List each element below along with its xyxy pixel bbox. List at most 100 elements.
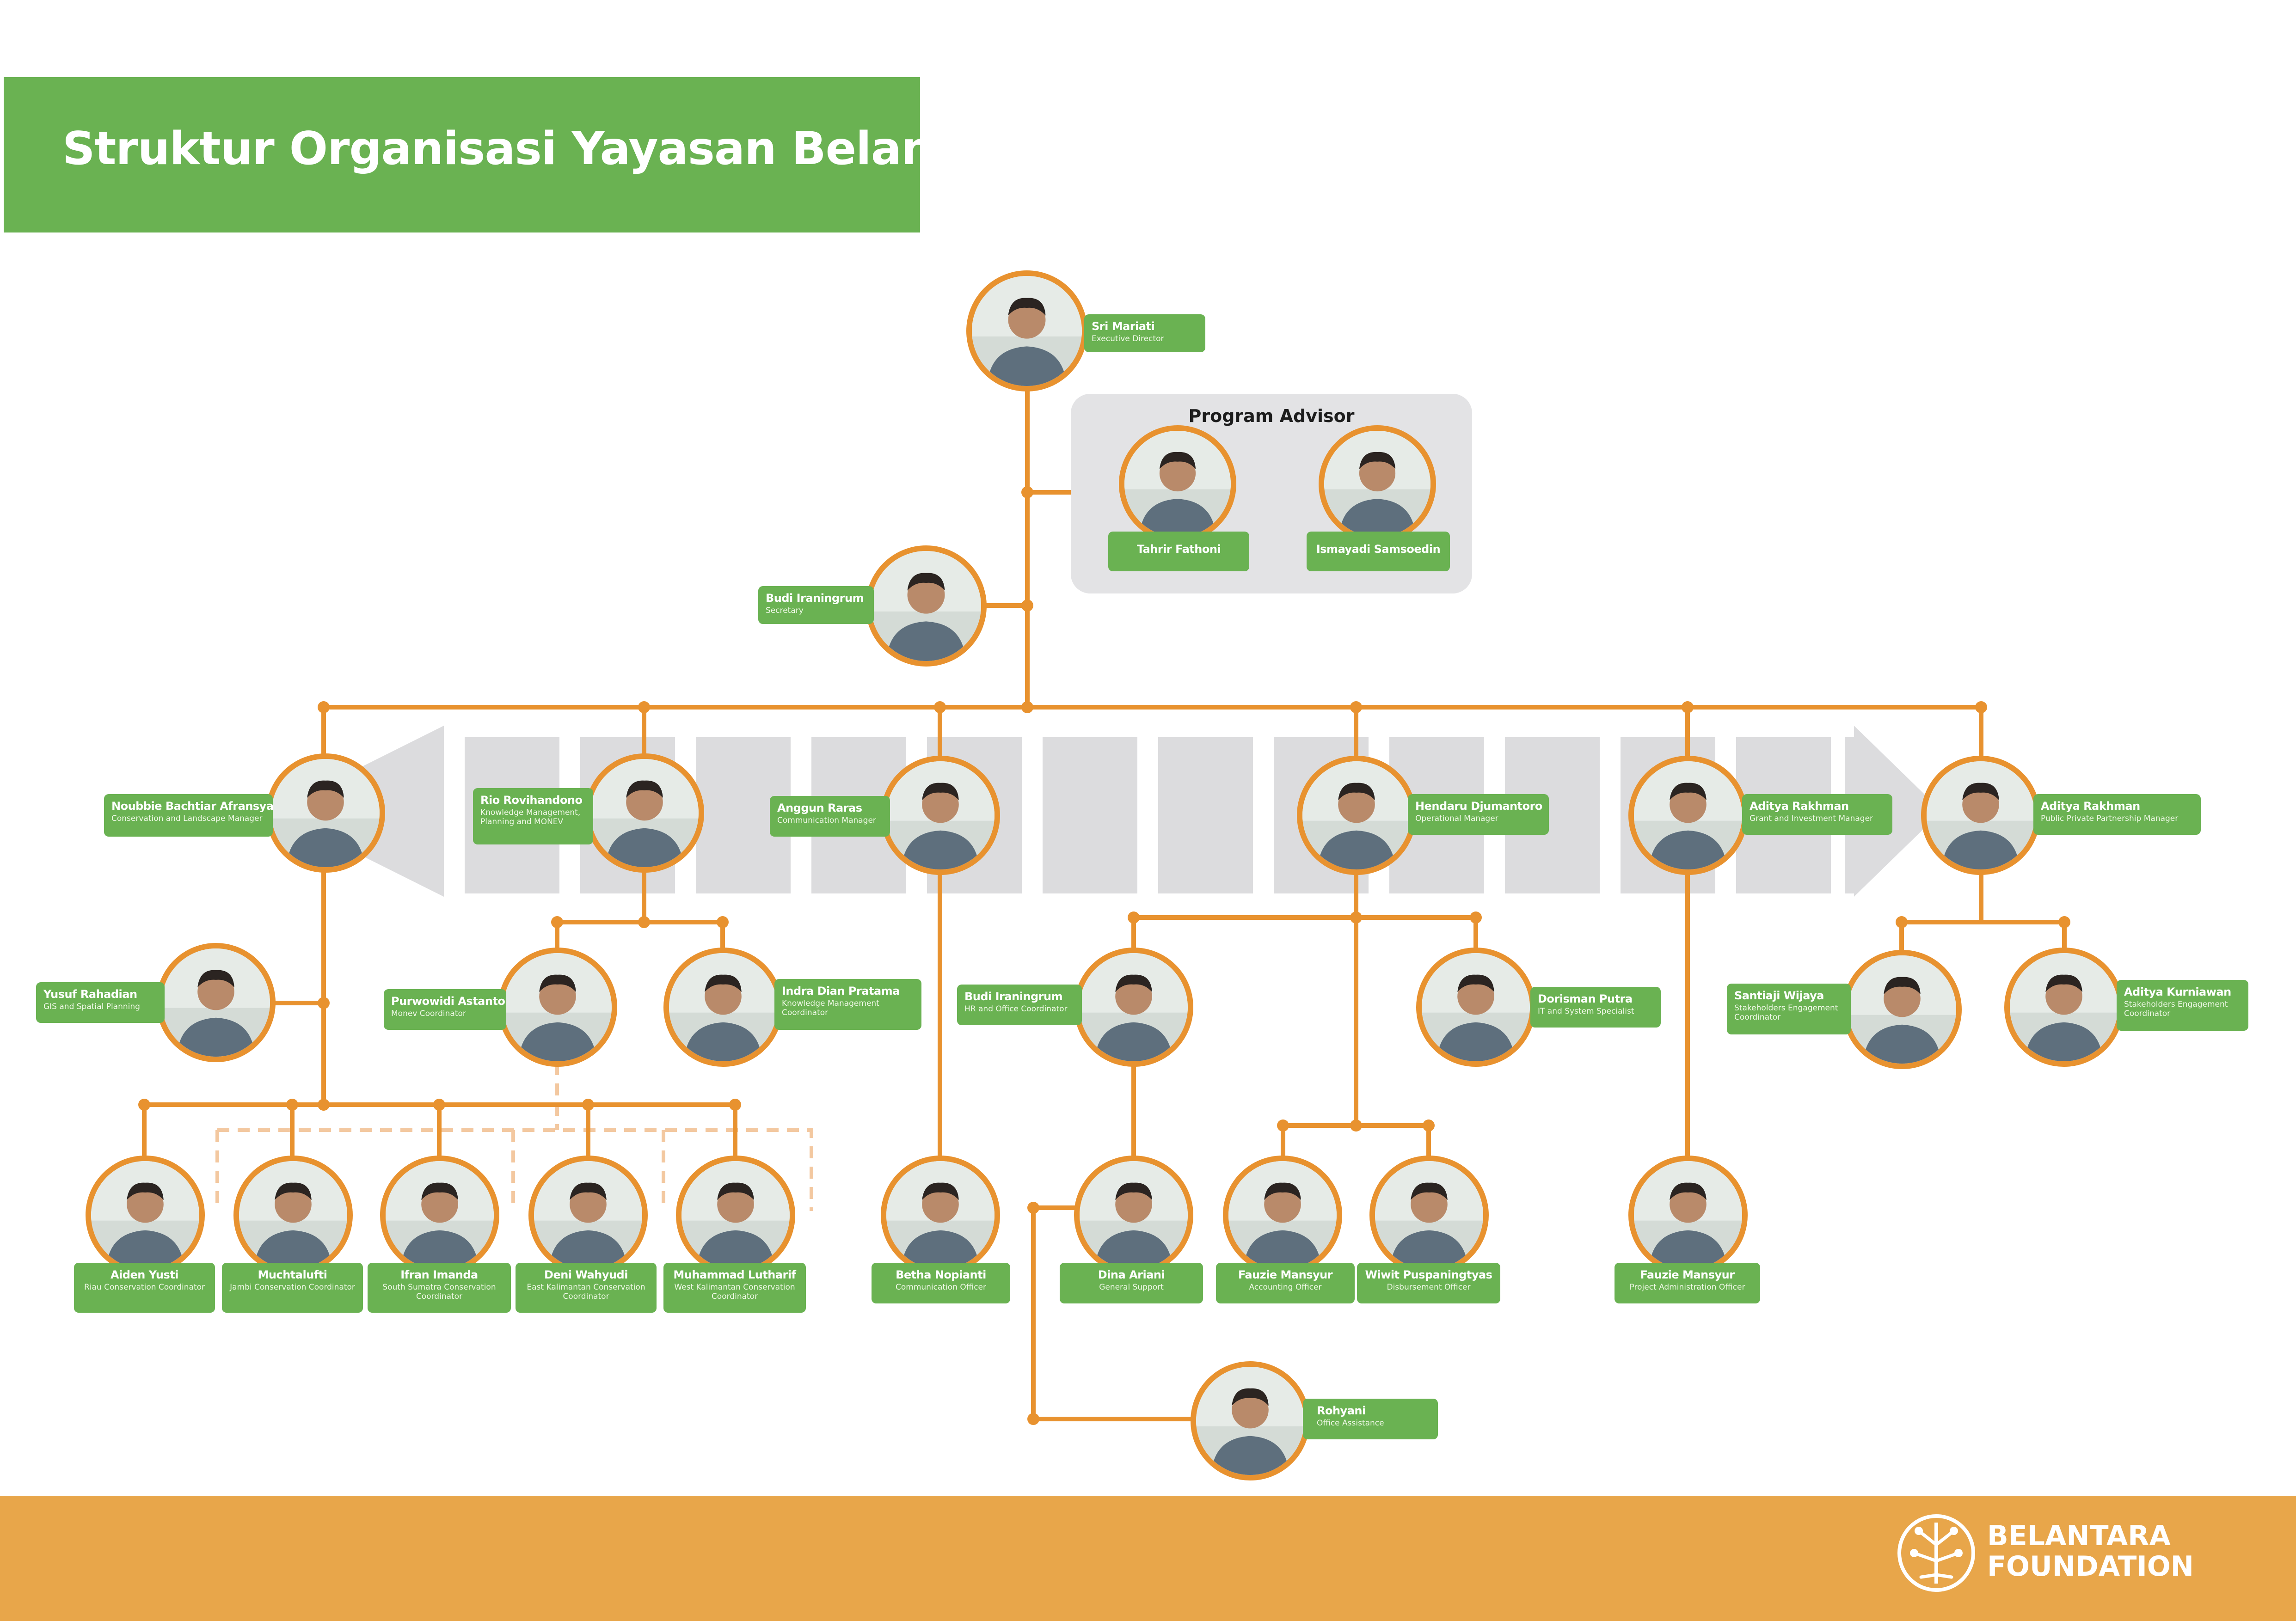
person-role: Knowledge Management, Planning and MONEV xyxy=(480,808,581,826)
person-role: Conservation and Landscape Manager xyxy=(111,814,263,823)
photo-budi-iraningrum-secretary xyxy=(866,545,987,667)
person-name: Aiden Yusti xyxy=(111,1268,178,1281)
portrait-icon xyxy=(871,551,981,661)
person-name: Rio Rovihandono xyxy=(480,794,583,807)
person-role: Public Private Partnership Manager xyxy=(2041,814,2179,823)
person-name: Fauzie Mansyur xyxy=(1640,1268,1735,1281)
person-name: Dina Ariani xyxy=(1098,1268,1165,1281)
person-role: Office Assistance xyxy=(1317,1419,1384,1428)
person-name: Ifran Imanda xyxy=(400,1268,478,1281)
person-role: IT and System Specialist xyxy=(1538,1007,1634,1016)
label-muhammad-lutharif: Muhammad Lutharif West Kalimantan Conser… xyxy=(663,1263,806,1313)
person-name: Dorisman Putra xyxy=(1538,992,1633,1005)
photo-rio-rovihandono xyxy=(585,753,704,873)
person-role: Disbursement Officer xyxy=(1387,1283,1471,1292)
person-role: Project Administration Officer xyxy=(1629,1283,1745,1292)
person-name: Sri Mariati xyxy=(1092,320,1155,333)
photo-fauzie-mansyur-project xyxy=(1628,1156,1748,1275)
photo-ifran-imanda xyxy=(380,1156,499,1275)
photo-indra-dian-pratama xyxy=(663,948,783,1067)
portrait-icon xyxy=(1080,953,1188,1061)
photo-ismayadi-samsoedin xyxy=(1319,425,1436,543)
person-role: Stakeholders Engagement Coordinator xyxy=(1734,1003,1838,1022)
portrait-icon xyxy=(886,761,995,869)
label-sri-mariati: Sri Mariati Executive Director xyxy=(1084,314,1205,352)
portrait-icon xyxy=(1124,431,1231,537)
portrait-icon xyxy=(1634,1161,1742,1269)
portrait-icon xyxy=(1324,431,1430,537)
label-budi-iraningrum-secretary: Budi Iraningrum Secretary xyxy=(758,586,874,624)
belantara-logo-icon xyxy=(1897,1514,1975,1592)
photo-aditya-kurniawan xyxy=(2004,948,2124,1067)
portrait-icon xyxy=(1302,761,1411,869)
person-name: Budi Iraningrum xyxy=(964,990,1063,1003)
person-role: HR and Office Coordinator xyxy=(964,1004,1068,1014)
portrait-icon xyxy=(1228,1161,1337,1269)
page-title: Struktur Organisasi Yayasan Belantara xyxy=(62,122,1037,175)
portrait-icon xyxy=(669,953,777,1061)
person-name: Betha Nopianti xyxy=(896,1268,986,1281)
logo-line-2: FOUNDATION xyxy=(1987,1550,2194,1583)
portrait-icon xyxy=(1375,1161,1483,1269)
portrait-icon xyxy=(1634,761,1742,869)
photo-dina-ariani xyxy=(1074,1156,1193,1275)
logo-line-1: BELANTARA xyxy=(1987,1520,2171,1552)
label-aditya-kurniawan: Aditya Kurniawan Stakeholders Engagement… xyxy=(2117,980,2248,1031)
person-name: Ismayadi Samsoedin xyxy=(1316,543,1441,556)
portrait-icon xyxy=(386,1161,494,1269)
person-name: Rohyani xyxy=(1317,1404,1366,1417)
person-name: Hendaru Djumantoro xyxy=(1415,800,1542,813)
connector-nodes xyxy=(138,486,2070,1425)
label-deni-wahyudi: Deni Wahyudi East Kalimantan Conservatio… xyxy=(516,1263,657,1313)
portrait-icon xyxy=(972,276,1082,386)
label-purwowidi-astanto: Purwowidi Astanto Monev Coordinator xyxy=(384,989,506,1030)
photo-aiden-yusti xyxy=(86,1156,205,1275)
photo-aditya-rakhman-ppp xyxy=(1921,756,2040,875)
photo-deni-wahyudi xyxy=(528,1156,648,1275)
photo-santiaji-wijaya xyxy=(1842,950,1962,1069)
person-role: Jambi Conservation Coordinator xyxy=(230,1283,355,1292)
label-rohyani: Rohyani Office Assistance xyxy=(1303,1399,1438,1439)
person-role: South Sumatra Conservation Coordinator xyxy=(382,1283,496,1301)
person-role: Communication Manager xyxy=(777,816,876,825)
program-advisor-title: Program Advisor xyxy=(1188,406,1355,426)
person-name: Fauzie Mansyur xyxy=(1238,1268,1333,1281)
label-aditya-rakhman-ppp: Aditya Rakhman Public Private Partnershi… xyxy=(2033,794,2201,835)
label-tahrir-fathoni: Tahrir Fathoni xyxy=(1108,532,1249,571)
photo-fauzie-mansyur-accounting xyxy=(1223,1156,1342,1275)
portrait-icon xyxy=(162,948,270,1057)
label-betha-nopianti: Betha Nopianti Communication Officer xyxy=(872,1263,1010,1303)
label-ismayadi-samsoedin: Ismayadi Samsoedin xyxy=(1307,532,1450,571)
person-role: GIS and Spatial Planning xyxy=(43,1002,140,1011)
label-aiden-yusti: Aiden Yusti Riau Conservation Coordinato… xyxy=(74,1263,215,1313)
portrait-icon xyxy=(1927,761,2035,869)
label-santiaji-wijaya: Santiaji Wijaya Stakeholders Engagement … xyxy=(1727,984,1851,1034)
dashed-grouping xyxy=(215,1063,813,1211)
photo-rohyani xyxy=(1191,1361,1310,1480)
person-name: Anggun Raras xyxy=(777,801,862,814)
person-name: Wiwit Puspaningtyas xyxy=(1365,1268,1492,1281)
photo-aditya-rakhman-grant xyxy=(1628,756,1748,875)
label-indra-dian-pratama: Indra Dian Pratama Knowledge Management … xyxy=(774,979,921,1030)
title-banner xyxy=(4,77,920,232)
label-hendaru-djumantoro: Hendaru Djumantoro Operational Manager xyxy=(1408,794,1549,835)
person-role: Stakeholders Engagement Coordinator xyxy=(2124,1000,2228,1018)
photo-anggun-raras xyxy=(881,756,1000,875)
person-name: Muhammad Lutharif xyxy=(673,1268,796,1281)
photo-wiwit-puspaningtyas xyxy=(1369,1156,1489,1275)
photo-muhammad-lutharif xyxy=(676,1156,795,1275)
portrait-icon xyxy=(534,1161,642,1269)
person-name: Tahrir Fathoni xyxy=(1136,543,1221,556)
person-role: Monev Coordinator xyxy=(391,1009,466,1018)
portrait-icon xyxy=(91,1161,199,1269)
person-role: East Kalimantan Conservation Coordinator xyxy=(527,1283,645,1301)
label-dina-ariani: Dina Ariani General Support xyxy=(1060,1263,1203,1303)
label-muchtalufti: Muchtalufti Jambi Conservation Coordinat… xyxy=(222,1263,363,1313)
photo-muchtalufti xyxy=(233,1156,353,1275)
person-name: Yusuf Rahadian xyxy=(43,988,137,1001)
person-role: Grant and Investment Manager xyxy=(1750,814,1873,823)
belantara-logo-wordmark: BELANTARA FOUNDATION xyxy=(1987,1521,2194,1582)
photo-yusuf-rahadian xyxy=(156,943,276,1062)
person-role: Knowledge Management Coordinator xyxy=(782,999,879,1017)
label-rio-rovihandono: Rio Rovihandono Knowledge Management, Pl… xyxy=(473,788,593,844)
